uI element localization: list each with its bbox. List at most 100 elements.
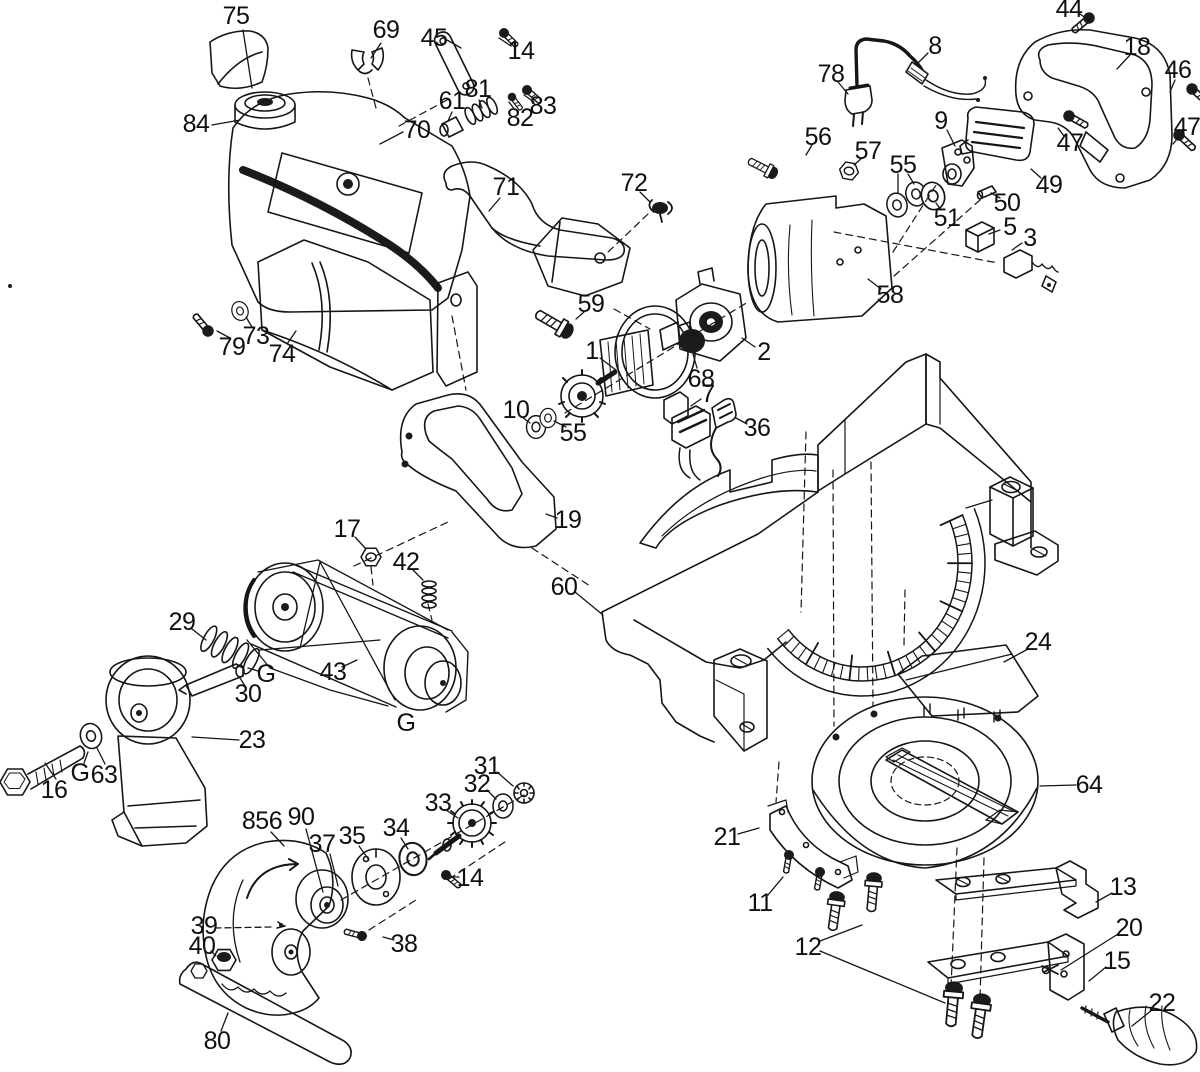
guard-rear-bracket xyxy=(532,217,631,297)
support-bracket-15 xyxy=(927,933,1085,1001)
part-label-9: 9 xyxy=(934,107,956,147)
scale-tick xyxy=(939,514,964,527)
part-number-80: 80 xyxy=(204,1027,231,1055)
leader-line xyxy=(1088,966,1107,982)
part-label-36: 36 xyxy=(735,414,771,442)
part-label-60: 60 xyxy=(551,573,604,616)
leader-line xyxy=(382,936,395,941)
part-number-17: 17 xyxy=(334,515,361,543)
part-label-80: 80 xyxy=(204,1012,231,1055)
leader-line xyxy=(329,853,339,887)
scale-tick xyxy=(821,659,829,674)
leader-line xyxy=(916,52,929,65)
part-label-50: 50 xyxy=(990,189,1021,217)
lock-washer-31 xyxy=(513,782,535,804)
part-label-70: 70 xyxy=(379,116,431,145)
screw-79 xyxy=(189,310,218,341)
leader-line xyxy=(354,536,367,550)
pinion-gear-33 xyxy=(427,799,497,861)
leader-line xyxy=(1169,79,1176,93)
hidden-edge-line xyxy=(979,857,985,1001)
part-label-72: 72 xyxy=(621,169,651,203)
brush-cap-5 xyxy=(965,221,995,253)
part-label-16: 16 xyxy=(41,762,68,804)
stray-dot xyxy=(8,284,12,288)
part-number-90: 90 xyxy=(288,803,315,831)
scale-tick xyxy=(918,631,936,653)
part-number-84: 84 xyxy=(183,110,210,138)
part-label-64: 64 xyxy=(1039,771,1103,799)
part-label-23: 23 xyxy=(191,726,266,754)
switch-plate xyxy=(959,106,1035,162)
part-number-15: 15 xyxy=(1104,947,1131,975)
part-number-74: 74 xyxy=(269,340,296,368)
part-number-13: 13 xyxy=(1110,873,1137,901)
part-number-39: 39 xyxy=(191,912,218,940)
part-label-17: 17 xyxy=(334,515,367,550)
part-label-55b: 55 xyxy=(890,151,917,194)
spring-42 xyxy=(421,580,437,609)
scale-tick xyxy=(882,663,887,679)
leader-line xyxy=(767,876,784,896)
leader-line xyxy=(946,129,956,147)
scale-tick xyxy=(956,580,971,584)
part-number-63: 63 xyxy=(91,761,118,789)
part-label-57: 57 xyxy=(853,137,882,166)
spindle-cap xyxy=(234,91,296,130)
carbon-brush-3 xyxy=(1003,249,1059,293)
scale-tick xyxy=(797,647,807,660)
nut-17 xyxy=(360,547,382,567)
spring-29 xyxy=(200,625,260,675)
part-label-20: 20 xyxy=(1060,914,1143,971)
part-label-75: 75 xyxy=(223,2,253,89)
scale-arc xyxy=(767,508,986,697)
part-label-42: 42 xyxy=(393,548,424,581)
part-number-12: 12 xyxy=(795,933,822,961)
part-number-42: 42 xyxy=(393,548,420,576)
part-number-2: 2 xyxy=(757,338,770,366)
part-number-16: 16 xyxy=(41,776,68,804)
leader-line xyxy=(692,353,698,369)
leader-line xyxy=(191,628,207,641)
part-number-18: 18 xyxy=(1124,33,1151,61)
rear-handle xyxy=(1014,28,1173,189)
part-number-3: 3 xyxy=(1023,224,1036,252)
part-label-14b: 14 xyxy=(451,864,484,892)
leader-line xyxy=(935,202,942,211)
part-label-46: 46 xyxy=(1165,56,1192,93)
part-label-29: 29 xyxy=(169,608,207,641)
part-label-14a: 14 xyxy=(498,37,535,65)
motor-housing xyxy=(747,195,893,323)
leader-line xyxy=(214,926,273,929)
scale-tick xyxy=(866,666,869,682)
scale-tick xyxy=(939,600,964,613)
part-number-34: 34 xyxy=(383,814,410,842)
pivot-pin-30 xyxy=(178,663,245,697)
leader-line xyxy=(220,1012,229,1032)
leader-line xyxy=(247,667,259,672)
part-label-69: 69 xyxy=(370,16,400,59)
hidden-edge-line xyxy=(398,99,448,127)
washer-39 xyxy=(271,921,311,976)
bolt-12d xyxy=(966,991,994,1041)
scale-tick xyxy=(874,665,878,681)
part-number-32: 32 xyxy=(464,770,491,798)
leader-line xyxy=(1057,127,1065,137)
power-cord xyxy=(854,37,987,102)
part-number-37: 37 xyxy=(309,830,336,858)
part-label-90: 90 xyxy=(288,803,324,893)
hidden-edge-line xyxy=(775,761,780,803)
leader-line xyxy=(741,337,756,348)
part-number-70: 70 xyxy=(404,116,431,144)
part-number-79: 79 xyxy=(219,333,246,361)
mount-bracket-9 xyxy=(941,139,975,187)
pulley-bracket xyxy=(243,559,469,713)
part-label-15: 15 xyxy=(1088,947,1131,982)
scale-tick xyxy=(905,654,913,669)
part-label-58: 58 xyxy=(867,278,904,309)
wire-connector xyxy=(710,397,737,477)
part-label-31: 31 xyxy=(474,752,514,787)
